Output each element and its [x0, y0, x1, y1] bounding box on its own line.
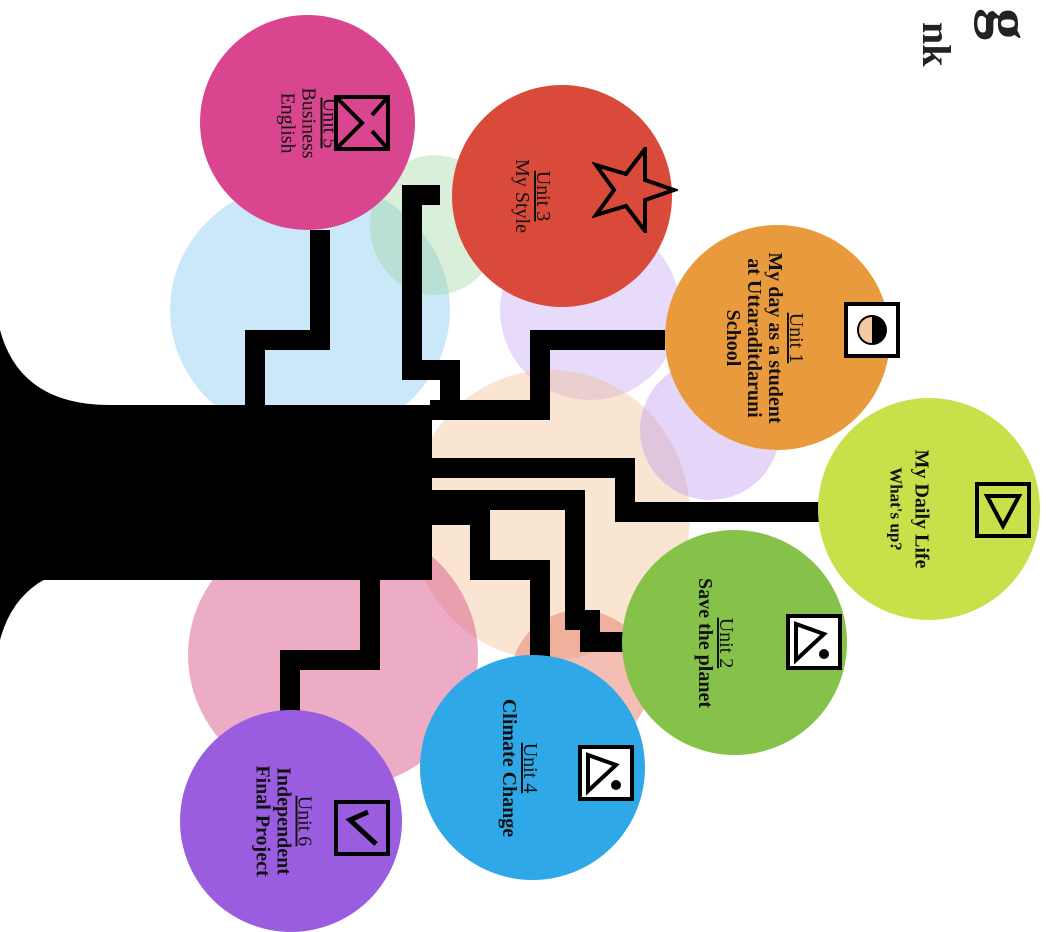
daily-subtitle: What's up? [886, 467, 906, 551]
node-unit3-label: Unit 3 My Style [511, 159, 554, 233]
node-unit1-label: Unit 1 My day as a student at Uttaraditd… [721, 251, 807, 424]
branch-daily [430, 458, 820, 522]
node-daily-label: My Daily Life What's up? [886, 449, 933, 569]
play-icon [975, 482, 1031, 538]
node-unit2-label: Unit 2 Save the planet [693, 577, 737, 708]
envelope-icon [334, 95, 390, 151]
image-icon [578, 745, 634, 801]
unit1-title-line3: School [721, 309, 744, 366]
check-icon [334, 800, 390, 856]
unit1-number: Unit 1 [784, 312, 807, 363]
node-unit6[interactable]: Unit 6 Independent Final Project [180, 710, 402, 932]
node-unit6-label: Unit 6 Independent Final Project [251, 765, 316, 877]
unit3-number: Unit 3 [532, 170, 554, 222]
node-unit5[interactable]: Unit 5 Business English [200, 15, 415, 230]
unit5-title: Business [297, 86, 319, 159]
unit6-title: Independent [272, 767, 295, 875]
branch-unit3 [402, 185, 460, 420]
node-unit4[interactable]: Unit 4 Climate Change [420, 655, 645, 880]
unit2-title: Save the planet [693, 577, 716, 708]
daily-title: My Daily Life [910, 449, 933, 569]
unit6-number: Unit 6 [293, 795, 316, 847]
star-icon [592, 147, 678, 233]
node-daily-life[interactable]: My Daily Life What's up? [818, 398, 1040, 620]
node-unit5-label: Unit 5 Business English [276, 86, 340, 159]
unit5-title-line2: English [276, 91, 298, 154]
branch-unit1 [430, 330, 665, 420]
unit1-title: My day as a student [763, 251, 786, 424]
branch-unit6 [280, 560, 380, 720]
branch-unit2 [430, 490, 625, 652]
node-unit1[interactable]: Unit 1 My day as a student at Uttaraditd… [665, 225, 900, 450]
image-icon [786, 614, 842, 670]
node-unit3[interactable]: Unit 3 My Style [452, 85, 678, 307]
unit3-title: My Style [511, 159, 533, 233]
branch-unit5 [245, 230, 330, 420]
person-icon [844, 302, 900, 358]
unit6-title-line2: Final Project [251, 765, 274, 877]
node-unit4-label: Unit 4 Climate Change [497, 698, 541, 837]
branch-unit4 [430, 505, 550, 665]
unit4-number: Unit 4 [518, 742, 541, 793]
unit4-title: Climate Change [497, 698, 520, 837]
tree-trunk [0, 405, 432, 580]
unit2-number: Unit 2 [714, 617, 737, 668]
node-unit2[interactable]: Unit 2 Save the planet [622, 530, 847, 755]
unit1-title-line2: at Uttaraditdaruni [742, 257, 765, 418]
